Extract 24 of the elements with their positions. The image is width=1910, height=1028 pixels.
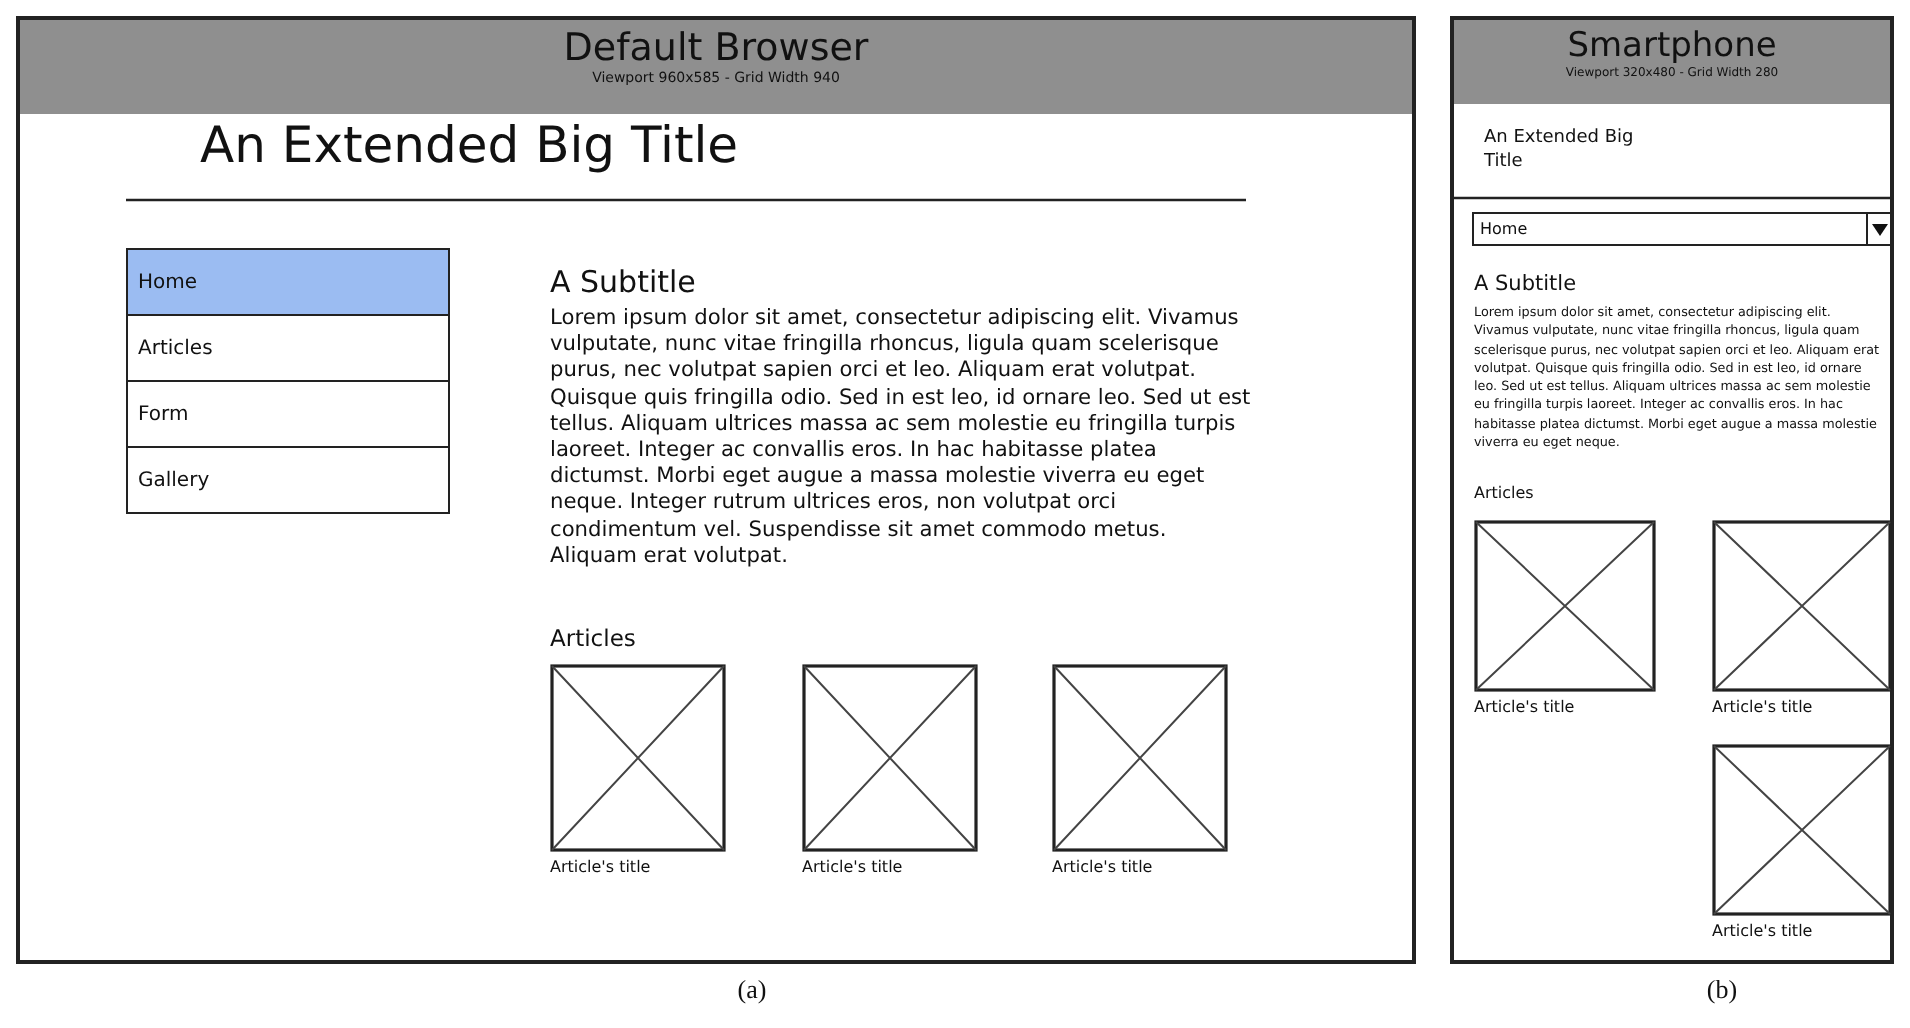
nav-menu-item: Form — [126, 380, 450, 448]
page-title: An Extended Big Title — [200, 116, 741, 174]
subtitle: A Subtitle — [550, 264, 698, 300]
body-paragraph: Lorem ipsum dolor sit amet, consectetur adipiscing elit. Vivamus vulputate, nunc vitae fringilla rhoncus, ligula quam scelerisque purus, nec volutpat sapien orci et leo. Aliquam erat volutpat. Quisque quis fringilla odio. Sed in est leo, id ornare leo. Sed ut est tellus. Aliquam ultrices massa ac sem molestie eu fringilla turpis laoreet. Integer ac convallis eros. In hac habitasse platea dictumst. Morbi eget augue a massa molestie viverra eu eget neque. Integer rutrum ultrices eros, non volutpat orci condimentum vel. Suspendisse sit amet commodo metus. Aliquam erat volutpat. — [550, 306, 1253, 571]
nav-menu-item: Gallery — [126, 446, 450, 514]
article-title: Article's title — [1052, 858, 1153, 876]
frame-title: Smartphone — [1565, 24, 1779, 66]
page-title: An Extended Big Title — [1484, 126, 1634, 174]
article-title: Article's title — [1712, 922, 1813, 940]
section-heading: Articles — [550, 624, 638, 652]
figure-caption: (b) — [1704, 974, 1740, 1006]
browser-frame — [16, 16, 1416, 964]
article-title: Article's title — [1474, 698, 1575, 716]
article-title: Article's title — [1712, 698, 1813, 716]
browser-frame — [1450, 16, 1894, 964]
frame-title: Default Browser — [561, 24, 871, 70]
section-heading: Articles — [1474, 484, 1536, 502]
nav-menu-item: Home — [126, 248, 450, 316]
subtitle: A Subtitle — [1474, 272, 1579, 296]
figure-caption: (a) — [735, 974, 769, 1006]
nav-menu-item: Articles — [126, 314, 450, 382]
article-title: Article's title — [550, 858, 651, 876]
article-title: Article's title — [802, 858, 903, 876]
dropdown-field: Home — [1472, 212, 1892, 246]
